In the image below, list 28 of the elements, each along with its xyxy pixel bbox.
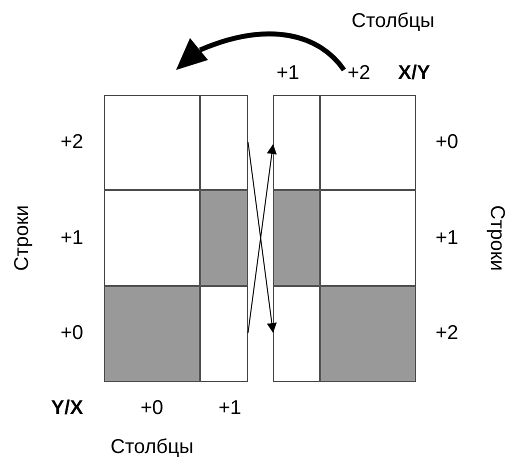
index-label: +1 [436, 228, 458, 248]
grid-cell [104, 95, 200, 190]
index-label: +0 [436, 132, 458, 152]
grid-cell [200, 286, 248, 382]
grid-cell [104, 190, 200, 286]
shaded-grid-cell [200, 190, 248, 286]
shaded-grid-cell [273, 190, 320, 286]
index-label: +1 [60, 228, 84, 248]
grid-cell [273, 95, 320, 190]
index-label: +0 [140, 398, 164, 418]
shaded-grid-cell [320, 286, 416, 382]
index-label: Столбцы [352, 11, 435, 31]
index-label: +2 [348, 63, 370, 83]
index-label: +2 [60, 132, 84, 152]
index-label: +1 [218, 398, 242, 418]
grid-cell [200, 95, 248, 190]
grid-cell [273, 286, 320, 382]
grid-cell [320, 95, 416, 190]
shaded-grid-cell [104, 286, 200, 382]
axis-corner-label: Y/X [51, 398, 84, 418]
index-label: +2 [436, 323, 458, 343]
grid-cell [320, 190, 416, 286]
index-label: Столбцы [110, 437, 194, 457]
axis-title: Строки [12, 205, 32, 271]
axis-title: Строки [486, 205, 507, 271]
index-label: +1 [276, 63, 300, 83]
axis-corner-label: X/Y [398, 63, 430, 83]
index-label: +0 [60, 323, 84, 343]
